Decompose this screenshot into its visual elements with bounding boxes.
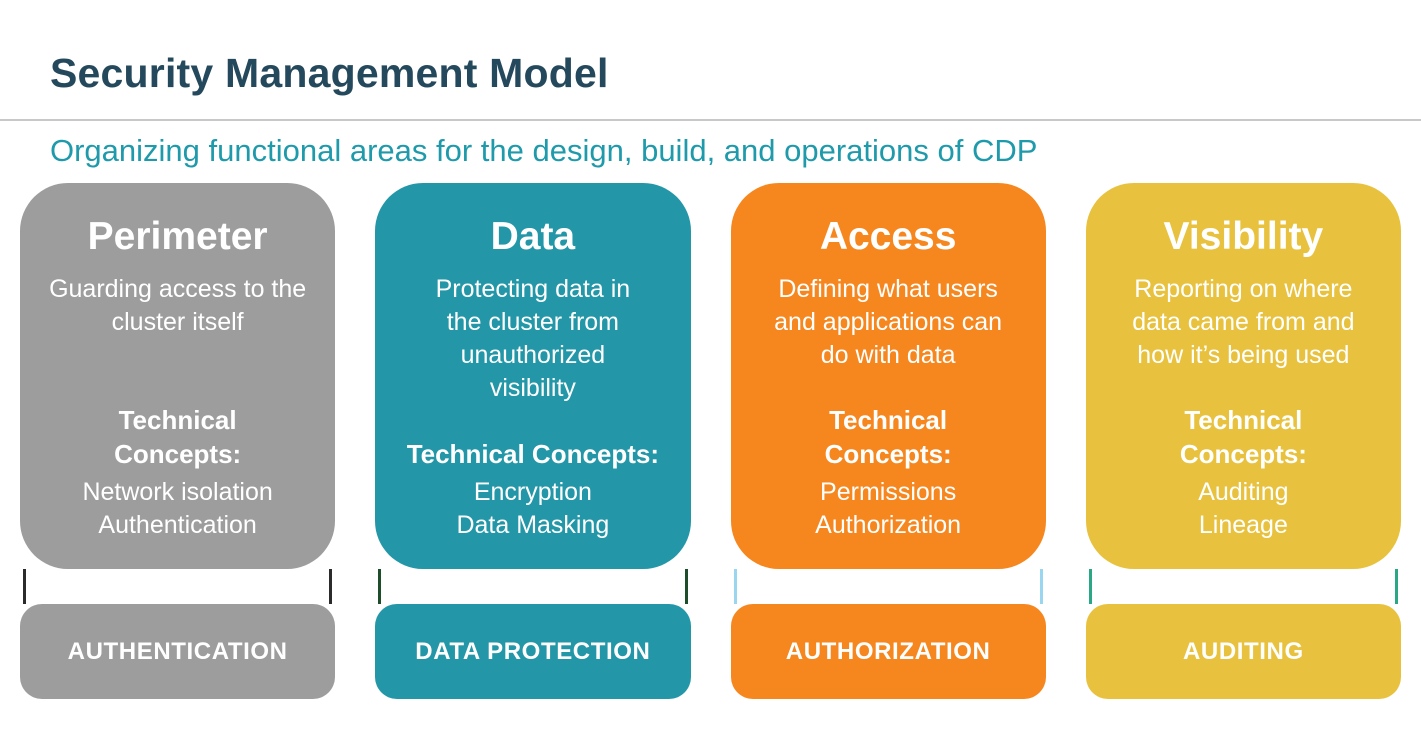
concept-item: Auditing (1198, 477, 1289, 506)
card-perimeter: Perimeter Guarding access to the cluster… (20, 183, 336, 569)
connectors (20, 569, 335, 604)
page-subtitle: Organizing functional areas for the desi… (50, 133, 1038, 168)
card-description: Guarding access to the cluster itself (49, 275, 307, 336)
divider (0, 119, 1421, 121)
card-heading: Visibility (1163, 215, 1324, 258)
card-description: Protecting data in the cluster from unau… (435, 275, 631, 402)
concepts-block: Technical Concepts: Encryption Data Mask… (397, 438, 668, 543)
card-heading: Access (819, 215, 957, 258)
card-description: Defining what users and applications can… (774, 275, 1003, 369)
connectors (375, 569, 690, 604)
concepts-block: Technical Concepts: Auditing Lineage (1108, 404, 1379, 543)
concept-item: Lineage (1198, 511, 1288, 540)
card-description: Reporting on where data came from and ho… (1132, 275, 1355, 369)
page-title: Security Management Model (50, 50, 609, 96)
columns-container: Perimeter Guarding access to the cluster… (0, 183, 1421, 699)
badge-authorization: AUTHORIZATION (730, 604, 1046, 699)
concepts-label: Technical Concepts: (824, 404, 952, 469)
connector-line (1088, 569, 1092, 604)
concept-item: Network isolation (82, 477, 273, 506)
concepts-block: Technical Concepts: Network isolation Au… (42, 404, 313, 543)
column-visibility: Visibility Reporting on where data came … (1085, 183, 1401, 699)
connectors (1086, 569, 1401, 604)
connector-line (684, 569, 688, 604)
connector-line (1395, 569, 1398, 604)
connector-line (733, 569, 737, 604)
column-access: Access Defining what users and applicati… (730, 183, 1046, 699)
concept-item: Encryption (473, 477, 592, 506)
connector-line (23, 569, 26, 604)
badge-data-protection: DATA PROTECTION (375, 604, 691, 699)
card-data: Data Protecting data in the cluster from… (375, 183, 691, 569)
connector-line (329, 569, 333, 604)
card-access: Access Defining what users and applicati… (730, 183, 1046, 569)
connector-line (1039, 569, 1043, 604)
column-data: Data Protecting data in the cluster from… (375, 183, 691, 699)
concepts-label: Technical Concepts: (406, 438, 660, 469)
concepts-block: Technical Concepts: Permissions Authoriz… (753, 404, 1024, 543)
concept-item: Permissions (820, 477, 957, 506)
connector-line (378, 569, 382, 604)
badge-auditing: AUDITING (1085, 604, 1401, 699)
concept-item: Data Masking (456, 511, 610, 540)
badge-authentication: AUTHENTICATION (20, 604, 336, 699)
card-visibility: Visibility Reporting on where data came … (1085, 183, 1401, 569)
card-heading: Perimeter (87, 215, 268, 258)
concepts-label: Technical Concepts: (1179, 404, 1307, 469)
slide: Security Management Model Organizing fun… (0, 50, 1421, 743)
card-heading: Data (490, 215, 576, 258)
concept-item: Authentication (98, 511, 257, 540)
connectors (731, 569, 1046, 604)
concept-item: Authorization (815, 511, 962, 540)
concepts-label: Technical Concepts: (114, 404, 242, 469)
column-perimeter: Perimeter Guarding access to the cluster… (20, 183, 336, 699)
